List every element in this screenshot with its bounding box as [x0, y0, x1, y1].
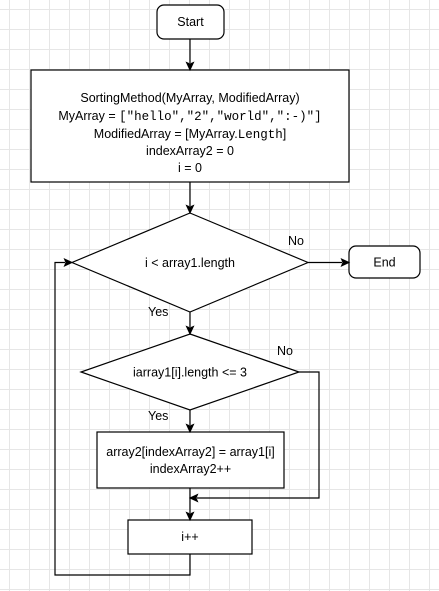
edge-init-to-condition	[185, 182, 195, 215]
loop-condition-decision[interactable]: i < array1.length	[70, 212, 310, 313]
edge-loop-back-to-condition	[54, 257, 191, 576]
edge-length-no-to-increment	[188, 371, 320, 503]
end-label: End	[373, 256, 395, 270]
loop-yes-label: Yes	[148, 305, 168, 319]
init-line-5: i = 0	[178, 161, 202, 175]
edge-start-to-init	[185, 39, 195, 72]
assign-process-node[interactable]: array2[indexArray2] = array1[i] indexArr…	[96, 431, 285, 489]
increment-process-node[interactable]: i++	[127, 519, 253, 555]
increment-label: i++	[181, 530, 198, 544]
edge-condition-yes-to-length-check	[185, 312, 195, 336]
loop-no-label: No	[288, 234, 304, 248]
init-process-node[interactable]: SortingMethod(MyArray, ModifiedArray) My…	[30, 69, 350, 183]
length-condition-label: iarray1[i].length <= 3	[133, 366, 247, 380]
init-line-2: MyArray = ["hello","2","world",":-)"]	[58, 109, 321, 124]
edge-condition-no-to-end	[308, 257, 351, 268]
init-line-3: ModifiedArray = [MyArray.Length]	[94, 127, 286, 142]
assign-line-1: array2[indexArray2] = array1[i]	[106, 445, 274, 459]
init-line-3-prefix: ModifiedArray = [MyArray.	[94, 127, 238, 141]
edge-assign-to-increment	[185, 488, 195, 522]
start-label: Start	[177, 15, 204, 29]
init-line-3-code: Length	[238, 128, 283, 142]
init-line-4: indexArray2 = 0	[146, 144, 234, 158]
end-node[interactable]: End	[348, 245, 421, 279]
init-line-2-prefix: MyArray =	[58, 109, 119, 123]
length-condition-decision[interactable]: iarray1[i].length <= 3	[79, 333, 301, 411]
edge-length-yes-to-assign	[185, 410, 195, 434]
assign-line-2: indexArray2++	[150, 462, 231, 476]
loop-condition-label: i < array1.length	[145, 256, 235, 270]
start-node[interactable]: Start	[156, 4, 225, 40]
length-no-label: No	[277, 344, 293, 358]
init-line-2-code: ["hello","2","world",":-)"]	[119, 110, 322, 124]
init-line-3-suffix: ]	[283, 127, 286, 141]
length-yes-label: Yes	[148, 409, 168, 423]
init-line-1: SortingMethod(MyArray, ModifiedArray)	[80, 91, 299, 105]
